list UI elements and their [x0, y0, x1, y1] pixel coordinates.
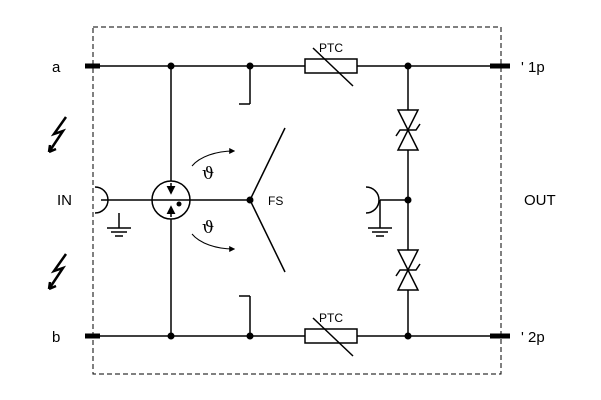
- terminal-a-label: a: [52, 59, 61, 76]
- fail-safe-switch: [239, 66, 286, 336]
- tvs-diode-icon: [395, 109, 421, 151]
- gdt-wiring: [101, 66, 250, 336]
- terminal-b-label: b: [52, 329, 60, 346]
- theta-bottom-label: ϑ: [202, 218, 214, 238]
- ptc-resistor-icon: [304, 47, 358, 87]
- thermal-coupling-arrows: [191, 147, 236, 253]
- lightning-bolt-icon: [47, 253, 68, 291]
- theta-top-label: ϑ: [202, 164, 214, 184]
- ptc-top-label: PTC: [319, 41, 343, 55]
- gdt-dot: [176, 201, 182, 207]
- ptc-resistor-icon: [304, 317, 358, 357]
- ground-icon: [94, 186, 131, 237]
- lightning-bolt-icon: [47, 116, 68, 154]
- terminal-2p-label: ' 2p: [521, 329, 545, 346]
- terminal-1p-label: ' 1p: [521, 59, 545, 76]
- in-port-label: IN: [57, 192, 72, 209]
- ptc-bottom-label: PTC: [319, 311, 343, 325]
- enclosure-box: [92, 26, 502, 375]
- ground-icon: [365, 186, 392, 237]
- fail-safe-label: FS: [268, 194, 283, 208]
- junction-dots: [167, 62, 412, 340]
- tvs-diode-icon: [395, 249, 421, 291]
- out-port-label: OUT: [524, 192, 556, 209]
- gas-discharge-tube-icon: [151, 180, 191, 220]
- tvs-wiring: [380, 66, 409, 336]
